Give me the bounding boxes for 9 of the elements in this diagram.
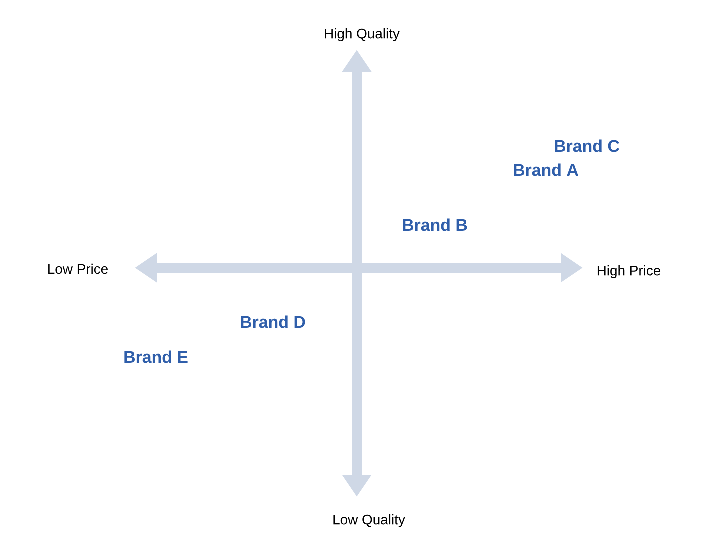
axis-label: High Price: [598, 265, 661, 278]
brand-label: Brand E: [124, 350, 188, 364]
axis-label: Low Quality: [334, 514, 406, 528]
axis-label: Low Price: [48, 264, 108, 274]
brand-label: Brand D: [241, 316, 306, 328]
brand-label: Brand A: [514, 164, 578, 176]
brand-label: Brand C: [555, 140, 620, 152]
brand-label: Brand B: [403, 218, 468, 232]
axis-label: High Quality: [325, 28, 400, 42]
